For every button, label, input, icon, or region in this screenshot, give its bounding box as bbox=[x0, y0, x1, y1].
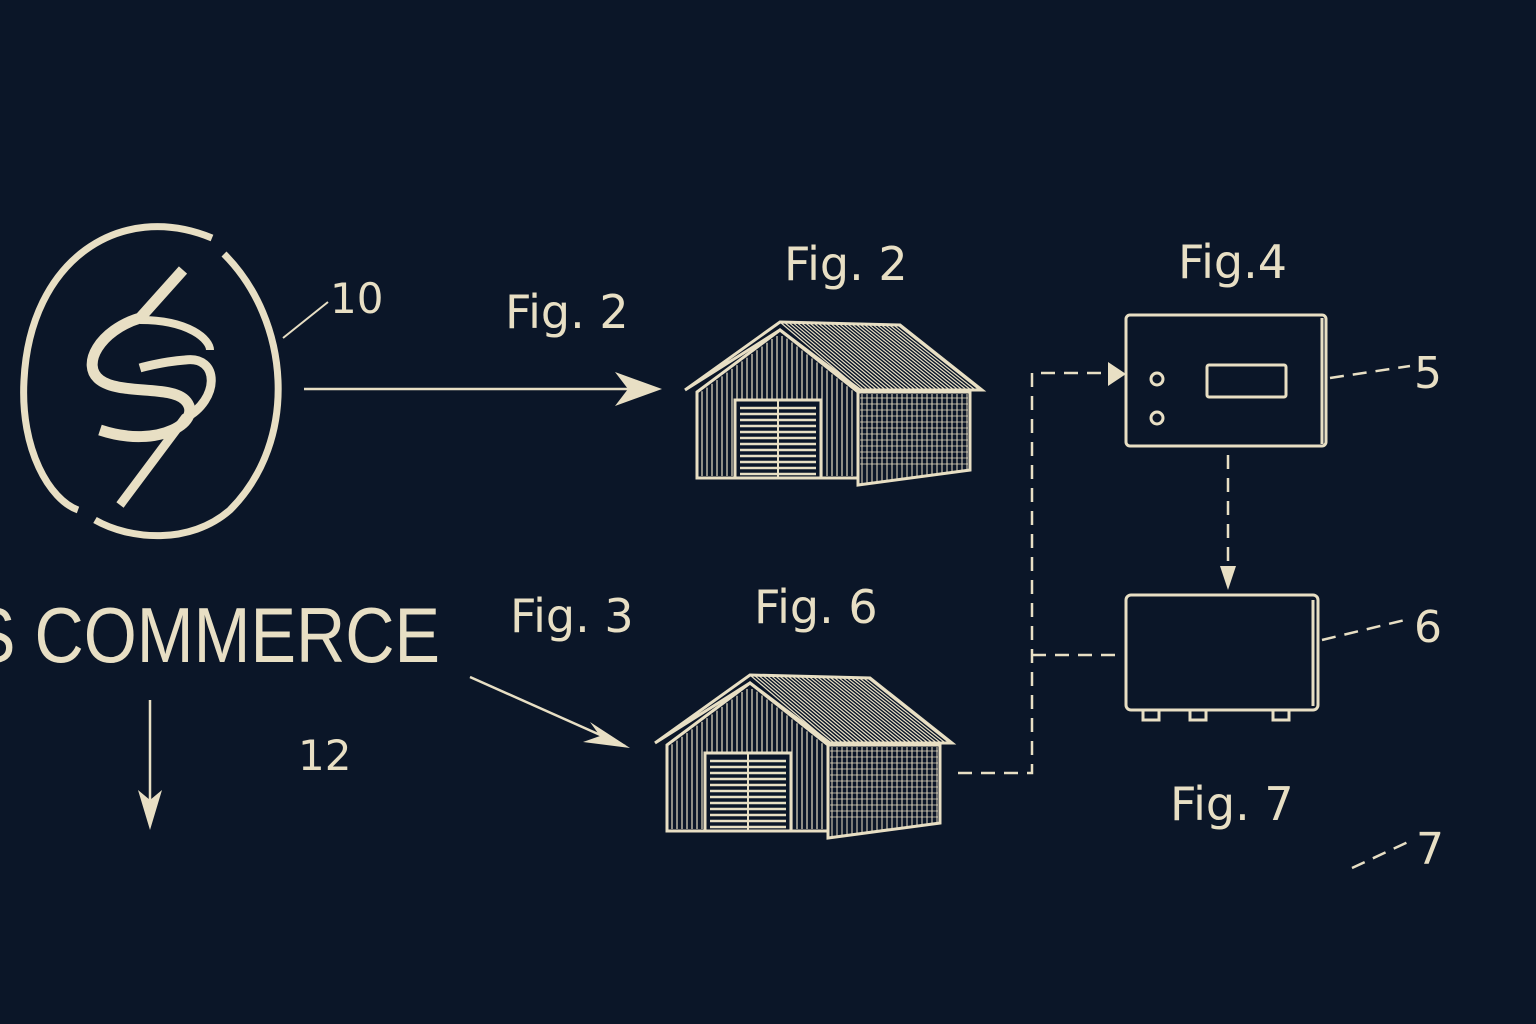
roof-hatch bbox=[859, 323, 942, 391]
roof-hatch bbox=[783, 675, 865, 744]
ref-label-5: 5 bbox=[1414, 348, 1442, 399]
roof-hatch bbox=[804, 675, 886, 744]
roof-hatch bbox=[872, 323, 955, 391]
roof-hatch bbox=[791, 675, 874, 744]
roof-hatch bbox=[821, 676, 903, 744]
roof-hatch bbox=[858, 677, 942, 744]
arrow-head-2 bbox=[583, 722, 630, 748]
arrow-head-box bbox=[1220, 566, 1236, 590]
roof-hatch bbox=[846, 676, 929, 744]
fig2-arrow-label: Fig. 2 bbox=[505, 285, 629, 339]
roof-hatch bbox=[834, 322, 916, 391]
roof-hatch bbox=[783, 321, 865, 391]
warehouse-1-icon bbox=[684, 320, 987, 487]
roof-hatch bbox=[779, 675, 861, 744]
roof-hatch bbox=[867, 323, 951, 391]
roof-hatch bbox=[809, 322, 891, 391]
ref-label-6: 6 bbox=[1414, 602, 1442, 653]
roof-hatch bbox=[774, 675, 857, 744]
roof-hatch bbox=[837, 676, 921, 744]
roof-hatch bbox=[854, 677, 938, 744]
fig4-label: Fig.4 bbox=[1178, 235, 1287, 289]
roof-hatch bbox=[825, 322, 908, 391]
roof-hatch bbox=[884, 324, 968, 391]
roof-hatch bbox=[795, 675, 878, 744]
fig6-warehouse-label: Fig. 6 bbox=[754, 580, 878, 634]
roof-hatch bbox=[850, 677, 933, 744]
roof-hatch bbox=[842, 323, 925, 391]
control-panel-icon bbox=[1124, 313, 1328, 448]
roof-hatch bbox=[779, 321, 861, 391]
box-device-icon bbox=[1124, 593, 1320, 722]
side-wall bbox=[826, 743, 942, 840]
down-arrow-head bbox=[138, 790, 162, 830]
roof-hatch bbox=[830, 322, 912, 391]
roof-hatch bbox=[851, 323, 933, 391]
roof-hatch bbox=[897, 324, 980, 391]
roof-hatch bbox=[788, 321, 869, 391]
logo-icon bbox=[20, 223, 282, 540]
roof-hatch bbox=[829, 676, 912, 744]
roof-hatch bbox=[792, 321, 874, 391]
leader-line-10 bbox=[282, 301, 329, 339]
fig3-arrow-label: Fig. 3 bbox=[510, 589, 634, 643]
roof-hatch bbox=[766, 674, 848, 744]
ref-label-7: 7 bbox=[1416, 824, 1444, 875]
roof-hatch bbox=[867, 677, 950, 744]
roof-hatch bbox=[808, 676, 891, 744]
roof-hatch bbox=[804, 322, 887, 391]
roof-hatch bbox=[838, 323, 921, 391]
roof-hatch bbox=[787, 675, 869, 744]
roof-hatch bbox=[770, 675, 852, 744]
side-wall bbox=[856, 390, 972, 487]
roof-hatch bbox=[821, 322, 904, 391]
ref-label-12: 12 bbox=[298, 731, 351, 780]
roof-hatch bbox=[846, 323, 929, 391]
roof-hatch bbox=[893, 324, 976, 391]
roof-hatch bbox=[800, 675, 882, 744]
roof-hatch bbox=[796, 321, 878, 391]
arrow-head-1 bbox=[615, 372, 662, 406]
roof-hatch bbox=[825, 676, 908, 744]
roof-hatch bbox=[800, 322, 882, 391]
roof-hatch bbox=[863, 323, 946, 391]
ref-label-10: 10 bbox=[330, 274, 383, 323]
roof-hatch bbox=[813, 322, 895, 391]
fig2-warehouse-label: Fig. 2 bbox=[784, 237, 908, 291]
roof-hatch bbox=[888, 324, 972, 391]
roof-hatch bbox=[816, 676, 899, 744]
roof-hatch bbox=[855, 323, 938, 391]
arrow-head-device bbox=[1108, 362, 1126, 386]
roof-hatch bbox=[762, 674, 844, 744]
roof-hatch bbox=[833, 676, 916, 744]
roof-hatch bbox=[812, 676, 895, 744]
roof-hatch bbox=[863, 677, 946, 744]
roof-hatch bbox=[758, 674, 839, 744]
roof-hatch bbox=[753, 674, 835, 744]
roof-hatch bbox=[842, 676, 925, 744]
roof-hatch bbox=[880, 324, 963, 391]
roof-hatch bbox=[749, 674, 831, 744]
logo-wordmark: S COMMERCE bbox=[0, 591, 440, 679]
fig7-label: Fig. 7 bbox=[1170, 777, 1294, 831]
dashed-connectors bbox=[958, 364, 1411, 870]
roof-hatch bbox=[876, 323, 959, 391]
roof-hatch bbox=[817, 322, 899, 391]
warehouse-2-icon bbox=[654, 673, 957, 840]
